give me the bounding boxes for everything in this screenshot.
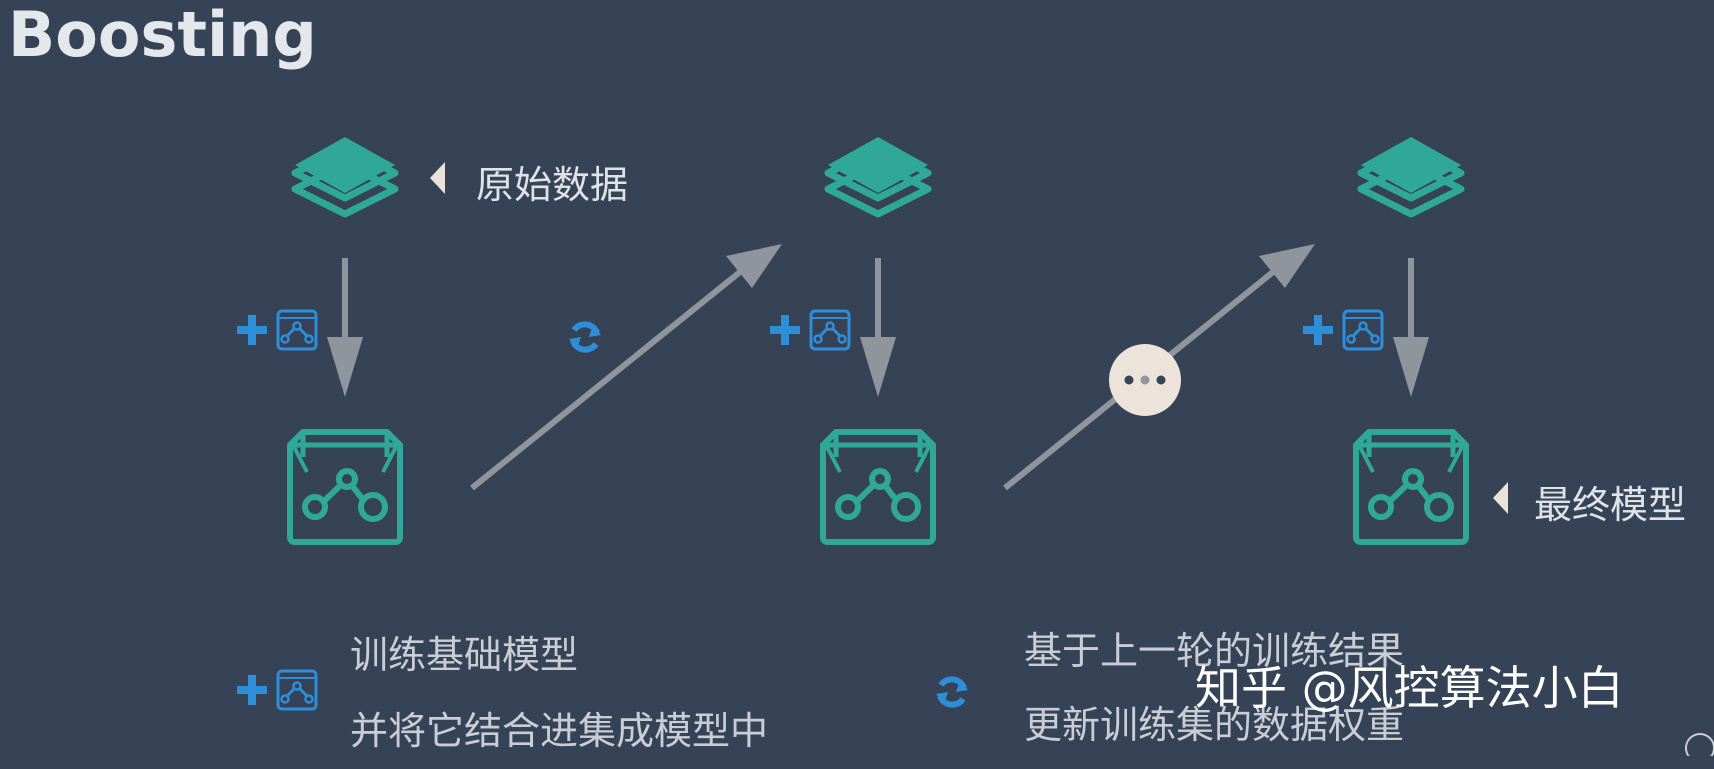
- model-box-icon-3: [1356, 432, 1466, 542]
- triangle-left-icon-1: [430, 162, 445, 194]
- plus-model-icon-3: [1301, 309, 1384, 351]
- refresh-icon-1: [569, 324, 601, 349]
- train-legend-line2: 并将它结合进集成模型中: [350, 709, 769, 753]
- watermark: 知乎 @风控算法小白: [1195, 661, 1624, 715]
- page-title: Boosting: [8, 0, 317, 71]
- down-arrow-1: [327, 258, 363, 397]
- diagonal-arrow-1: [470, 244, 782, 491]
- model-box-icon-2: [823, 432, 933, 542]
- layers-icon-1: [295, 137, 395, 214]
- triangle-left-icon-2: [1493, 482, 1508, 514]
- plus-model-icon-1: [235, 309, 318, 351]
- model-box-icon-1: [290, 432, 400, 542]
- corner-share-icon: [1685, 733, 1714, 756]
- down-arrow-2: [860, 258, 896, 397]
- plus-model-icon-legend: [235, 669, 318, 711]
- layers-icon-3: [1361, 137, 1461, 214]
- layers-icon-2: [828, 137, 928, 214]
- down-arrow-3: [1393, 258, 1429, 397]
- train-legend-line1: 训练基础模型: [350, 633, 579, 677]
- update-legend-line1: 基于上一轮的训练结果: [1024, 629, 1405, 673]
- refresh-icon-legend: [936, 679, 968, 704]
- raw-data-label: 原始数据: [476, 163, 629, 207]
- final-model-label: 最终模型: [1534, 483, 1687, 527]
- plus-model-icon-2: [768, 309, 851, 351]
- ellipsis-icon: [1109, 344, 1181, 416]
- update-legend-line2: 更新训练集的数据权重: [1024, 703, 1405, 747]
